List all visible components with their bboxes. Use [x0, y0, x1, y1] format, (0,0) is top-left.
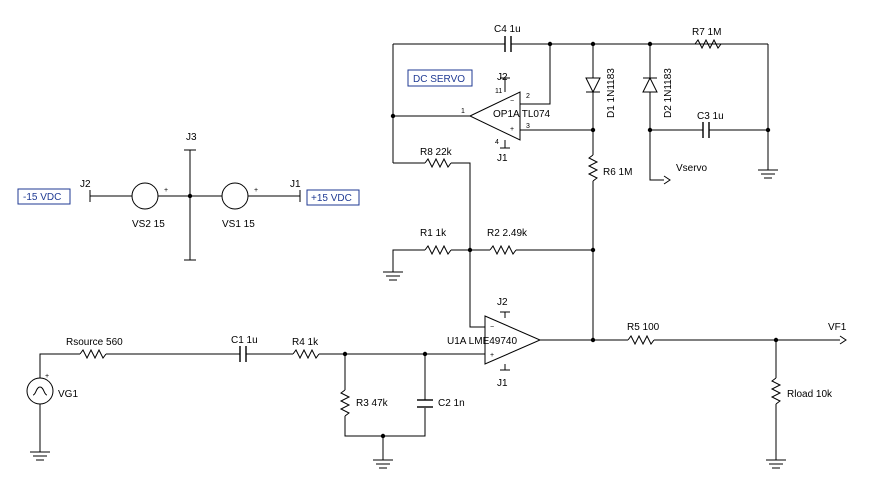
vg1-label: VG1	[58, 389, 78, 400]
op1a-pin3: 3	[526, 123, 530, 130]
r5-resistor	[627, 334, 655, 346]
dc-servo-label: DC SERVO	[413, 74, 465, 85]
d1-diode	[585, 77, 601, 94]
r1-resistor	[424, 244, 452, 256]
c3-label: C3 1u	[697, 111, 724, 122]
ground-r1	[383, 271, 403, 281]
plus15-label: +15 VDC	[311, 193, 352, 204]
u1a-j2-label: J2	[497, 297, 508, 308]
r6-resistor	[587, 154, 599, 182]
vs1-source	[221, 182, 249, 210]
vs1-plus: +	[254, 187, 258, 194]
ground-vg1	[30, 451, 50, 461]
rload-label: Rload 10k	[787, 389, 833, 400]
c1-label: C1 1u	[231, 335, 258, 346]
op1a-j1-label: J1	[497, 153, 508, 164]
ground-servo	[758, 169, 778, 179]
vs2-plus: +	[164, 187, 168, 194]
op1a-pin1: 1	[461, 108, 465, 115]
rload-resistor	[770, 377, 782, 405]
vg1-plus: +	[45, 373, 49, 380]
vs2-source	[131, 182, 159, 210]
rsource-resistor	[79, 348, 107, 360]
d2-label: D2 1N1183	[663, 68, 674, 118]
c2-label: C2 1n	[438, 398, 465, 409]
rsource-label: Rsource 560	[66, 337, 123, 348]
dc-servo-note	[407, 69, 473, 87]
r2-resistor	[489, 244, 517, 256]
minus15-label: -15 VDC	[23, 192, 61, 203]
r8-resistor	[424, 157, 452, 169]
main-amp-section	[26, 244, 847, 469]
ground-rload	[766, 459, 786, 469]
r4-resistor	[292, 348, 320, 360]
r7-resistor	[694, 38, 722, 50]
j2-label: J2	[80, 179, 91, 190]
j1-label: J1	[290, 179, 301, 190]
power-supply-section	[89, 149, 301, 261]
vg1-source	[26, 377, 54, 405]
op1a-pin11: 11	[495, 88, 502, 95]
op1a-label: OP1A TL074	[493, 109, 551, 120]
op1a-minus: −	[510, 98, 514, 105]
r2-label: R2 2.49k	[487, 228, 528, 239]
op1a-pin2: 2	[526, 93, 530, 100]
r7-label: R7 1M	[692, 27, 721, 38]
d1-label: D1 1N1183	[606, 68, 617, 118]
op1a-pin4: 4	[495, 139, 499, 146]
r4-label: R4 1k	[292, 337, 319, 348]
r3-resistor	[339, 389, 351, 417]
vs2-label: VS2 15	[132, 219, 165, 230]
vs1-label: VS1 15	[222, 219, 255, 230]
r6-label: R6 1M	[603, 167, 632, 178]
vg1-wave	[32, 386, 48, 396]
c4-label: C4 1u	[494, 24, 521, 35]
vf1-label: VF1	[828, 322, 847, 333]
j3-label: J3	[186, 132, 197, 143]
r3-label: R3 47k	[356, 398, 389, 409]
plus15-note	[306, 189, 360, 206]
u1a-opamp	[484, 315, 542, 365]
u1a-j1-label: J1	[497, 378, 508, 389]
ground-r3c2	[373, 459, 393, 469]
op1a-j2-label: J2	[497, 72, 508, 83]
d2-diode	[642, 76, 658, 93]
op1a-opamp	[468, 91, 521, 141]
r5-label: R5 100	[627, 322, 660, 333]
minus15-note	[17, 188, 71, 205]
u1a-plus: +	[490, 352, 494, 359]
op1a-plus: +	[510, 126, 514, 133]
r8-label: R8 22k	[420, 147, 453, 158]
u1a-minus: −	[490, 324, 494, 331]
u1a-label: U1A LME49740	[447, 336, 517, 347]
vservo-label: Vservo	[676, 163, 708, 174]
dc-servo-section	[390, 36, 778, 340]
r1-label: R1 1k	[420, 228, 447, 239]
